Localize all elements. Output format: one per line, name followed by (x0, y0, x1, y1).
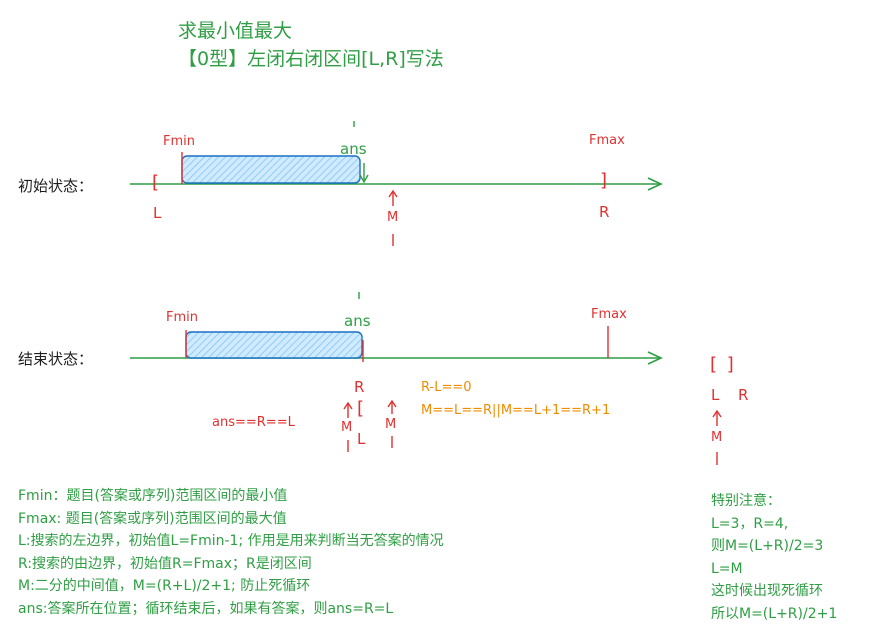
special-note-line: 特别注意： (711, 493, 781, 509)
final-m-left-arrowhead (343, 401, 353, 410)
final-axis-arrowhead (647, 351, 663, 365)
side-m-label: M (711, 430, 723, 445)
initial-l-label: L (153, 204, 162, 222)
special-note-line: L=3，R=4, (711, 515, 789, 532)
initial-r-bracket: ] (600, 170, 608, 191)
final-ans-label: ans (344, 312, 371, 330)
initial-state-label: 初始状态： (18, 177, 94, 195)
initial-fmin-label: Fmin (163, 134, 195, 149)
final-m-right-arrowhead (387, 399, 397, 408)
legend-line: M:二分的中间值，M=(R+L)/2+1; 防止死循环 (18, 578, 311, 594)
side-brackets: [ ] (710, 354, 736, 375)
initial-answer-range-bar (181, 155, 361, 184)
legend-block: Fmin：题目(答案或序列)范围区间的最小值 Fmax: 题目(答案或序列)范围… (18, 485, 444, 620)
special-note-line: 则M=(L+R)/2=3 (711, 538, 824, 554)
final-m-left-label: M (341, 420, 353, 435)
side-example-diagram (712, 409, 722, 465)
final-condition-1: R-L==0 (421, 380, 472, 395)
final-state-label: 结束状态： (18, 350, 94, 368)
special-note-line: 这时候出现死循环 (711, 583, 823, 599)
legend-line: Fmax: 题目(答案或序列)范围区间的最大值 (18, 510, 287, 527)
initial-axis-arrowhead (647, 177, 663, 191)
final-ans-equation: ans==R==L (212, 415, 295, 430)
special-note-line: L=M (711, 560, 743, 577)
final-l-bracket: [ (357, 398, 365, 419)
final-m-right-label: M (385, 417, 397, 432)
final-r-label: R (354, 378, 365, 396)
side-l-label: L (711, 386, 720, 404)
final-l-label: L (357, 430, 366, 448)
final-answer-range-bar (185, 331, 363, 359)
initial-state-diagram (130, 121, 663, 246)
final-fmax-label: Fmax (591, 307, 627, 322)
side-r-label: R (738, 386, 749, 404)
final-state-diagram (130, 292, 663, 452)
initial-ans-label: ans (340, 140, 367, 158)
legend-line: L:搜索的左边界，初始值L=Fmin-1; 作用是用来判断当无答案的情况 (18, 533, 444, 549)
initial-fmax-label: Fmax (589, 133, 625, 148)
side-m-arrowhead (712, 409, 722, 418)
initial-ans-arrowhead (359, 174, 369, 184)
title-line-2: 【0型】左闭右闭区间[L,R]写法 (178, 48, 444, 70)
title-line-1: 求最小值最大 (178, 20, 293, 42)
initial-l-bracket: [ (152, 172, 160, 193)
final-fmin-label: Fmin (166, 310, 198, 325)
initial-r-label: R (599, 203, 610, 221)
legend-line: ans:答案所在位置；循环结束后，如果有答案，则ans=R=L (18, 600, 394, 617)
final-condition-2: M==L==R||M==L+1==R+1 (421, 403, 611, 418)
legend-line: R:搜索的由边界，初始值R=Fmax；R是闭区间 (18, 555, 312, 572)
special-note-block: 特别注意： L=3，R=4, 则M=(L+R)/2=3 L=M 这时候出现死循环… (711, 490, 837, 625)
special-note-line: 所以M=(L+R)/2+1 (711, 605, 838, 622)
legend-line: Fmin：题目(答案或序列)范围区间的最小值 (18, 488, 288, 504)
initial-m-arrowhead (388, 189, 398, 198)
initial-m-label: M (387, 210, 399, 225)
